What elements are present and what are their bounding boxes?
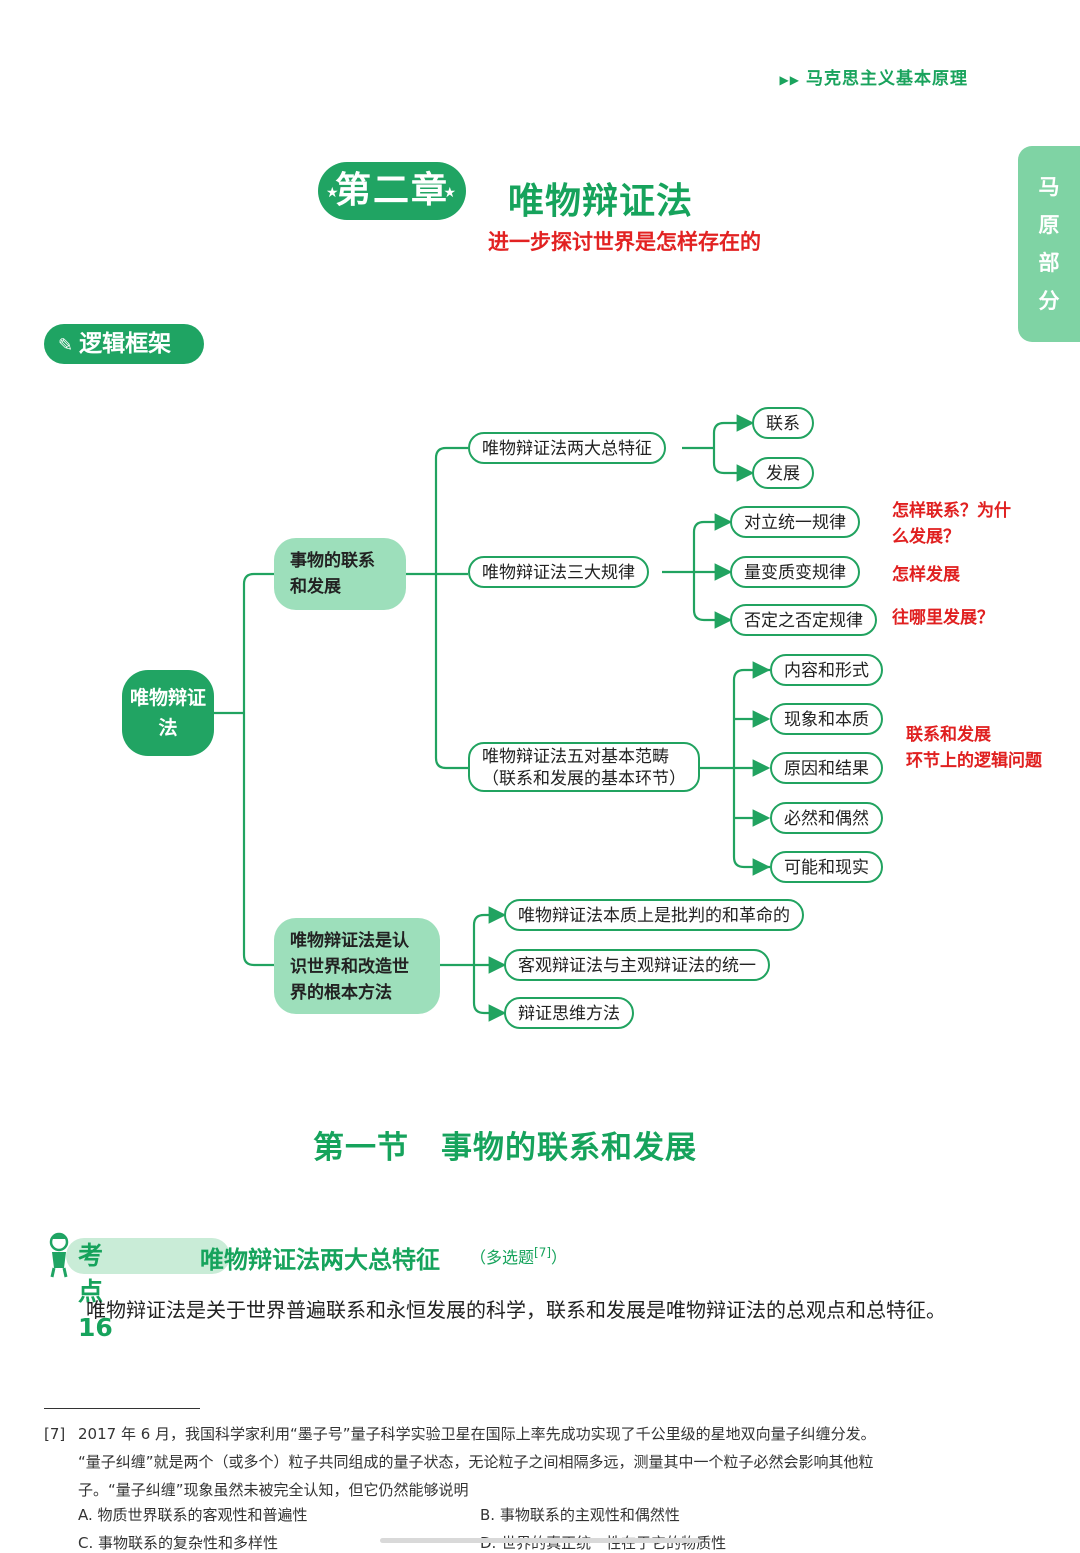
note-categories-line2: 环节上的逻辑问题 <box>906 751 1042 771</box>
node-law-quantity-quality: 量变质变规律 <box>730 556 860 588</box>
note-categories: 联系和发展 环节上的逻辑问题 <box>906 722 1042 774</box>
node-category-phenomenon-essence: 现象和本质 <box>770 703 883 735</box>
chapter-title: 唯物辩证法 <box>508 181 694 222</box>
node-category-possibility-reality: 可能和现实 <box>770 851 883 883</box>
node-category-necessity-chance: 必然和偶然 <box>770 802 883 834</box>
mindmap-connectors <box>214 414 771 1022</box>
note-law-3: 往哪里发展？ <box>892 608 994 628</box>
keypoint-tag: （多选题[7]） <box>470 1244 567 1268</box>
pencil-icon: ✎ <box>58 335 74 356</box>
footnote: [7] 2017 年 6 月，我国科学家利用“墨子号”量子科学实验卫星在国际上率先… <box>44 1420 1024 1504</box>
node-dialectical-thinking: 辩证思维方法 <box>504 997 634 1029</box>
side-tab-char: 分 <box>1038 289 1060 313</box>
chapter-subtitle: 进一步探讨世界是怎样存在的 <box>488 230 761 254</box>
footnote-divider <box>44 1408 200 1409</box>
node-law-negation: 否定之否定规律 <box>730 604 877 636</box>
node-law-unity-opposites: 对立统一规律 <box>730 506 860 538</box>
node-critical-revolutionary: 唯物辩证法本质上是批判的和革命的 <box>504 899 804 931</box>
node-three-laws: 唯物辩证法三大规律 <box>468 556 649 588</box>
student-icon <box>49 1232 69 1278</box>
side-tab-char: 马 <box>1038 175 1060 199</box>
running-title: 马克思主义基本原理 <box>806 69 968 89</box>
chapter-badge: ★ ★ 第二章 <box>318 162 466 220</box>
star-icon: ★ <box>326 185 341 201</box>
node-five-categories-line2: （联系和发展的基本环节） <box>482 769 686 789</box>
node-objective-subjective: 客观辩证法与主观辩证法的统一 <box>504 949 770 981</box>
star-icon: ★ <box>443 185 458 201</box>
footnote-ref[interactable]: [7] <box>534 1245 552 1260</box>
side-tab-char: 原 <box>1038 213 1060 237</box>
framework-label-text: 逻辑框架 <box>79 331 172 357</box>
running-header: ▶▶ 马克思主义基本原理 <box>780 64 968 89</box>
keypoint-label: 考点 16 <box>78 1241 113 1342</box>
side-tab[interactable]: 马 原 部 分 <box>1018 146 1080 342</box>
footnote-line: 子。“量子纠缠”现象虽然未被完全认知，但它仍然能够说明 <box>78 1481 469 1499</box>
keypoint-tag-text: （多选题 <box>470 1248 535 1267</box>
node-two-features: 唯物辩证法两大总特征 <box>468 432 666 464</box>
section-title: 第一节 事物的联系和发展 <box>313 1130 697 1166</box>
node-category-content-form: 内容和形式 <box>770 654 883 686</box>
keypoint-body: 唯物辩证法是关于世界普遍联系和永恒发展的科学，联系和发展是唯物辩证法的总观点和总… <box>86 1298 946 1322</box>
node-five-categories: 唯物辩证法五对基本范畴 （联系和发展的基本环节） <box>468 742 700 792</box>
footnote-line: 2017 年 6 月，我国科学家利用“墨子号”量子科学实验卫星在国际上率先成功实… <box>78 1425 876 1443</box>
framework-label: ✎逻辑框架 <box>44 324 204 364</box>
mindmap-root: 唯物辩证法 <box>122 670 214 756</box>
node-five-categories-line1: 唯物辩证法五对基本范畴 <box>482 747 669 767</box>
keypoint-title: 唯物辩证法两大总特征 <box>200 1246 440 1274</box>
keypoint-tag-close: ） <box>551 1248 568 1267</box>
note-categories-line1: 联系和发展 <box>906 725 991 745</box>
note-law-2: 怎样发展 <box>892 565 960 585</box>
node-category-cause-effect: 原因和结果 <box>770 752 883 784</box>
scroll-indicator[interactable] <box>380 1538 700 1543</box>
footnote-option-b: B. 事物联系的主观性和偶然性 <box>480 1506 680 1524</box>
double-arrow-icon: ▶▶ <box>779 73 800 87</box>
footnote-number: [7] <box>44 1425 66 1443</box>
side-tab-char: 部 <box>1038 251 1060 275</box>
footnote-option-c: C. 事物联系的复杂性和多样性 <box>78 1534 279 1552</box>
note-law-1: 怎样联系？为什么发展？ <box>892 501 1011 547</box>
node-development: 发展 <box>752 457 814 489</box>
footnote-option-a: A. 物质世界联系的客观性和普遍性 <box>78 1506 308 1524</box>
chapter-badge-label: 第二章 <box>334 170 449 211</box>
keypoint-pill <box>66 1238 230 1274</box>
branch-fundamental-method: 唯物辩证法是认识世界和改造世界的根本方法 <box>274 918 440 1014</box>
node-connection: 联系 <box>752 407 814 439</box>
branch-connection-development: 事物的联系和发展 <box>274 538 406 610</box>
footnote-line: “量子纠缠”就是两个（或多个）粒子共同组成的量子状态，无论粒子之间相隔多远，测量… <box>78 1453 874 1471</box>
